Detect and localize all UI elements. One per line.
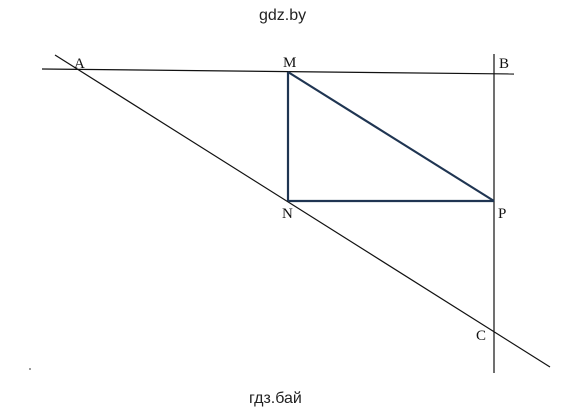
watermark-bottom: гдз.бай xyxy=(249,390,302,407)
point-label-n: N xyxy=(282,206,293,222)
stray-dot xyxy=(29,368,31,370)
point-label-a: A xyxy=(74,56,85,72)
point-label-p: P xyxy=(498,206,506,222)
segment-mp xyxy=(287,71,495,202)
point-label-b: B xyxy=(499,56,509,72)
point-label-m: M xyxy=(283,55,296,71)
watermark-top: gdz.by xyxy=(259,7,307,24)
point-label-c: C xyxy=(476,328,486,344)
line-amb xyxy=(41,68,515,75)
line-anc xyxy=(54,54,551,368)
